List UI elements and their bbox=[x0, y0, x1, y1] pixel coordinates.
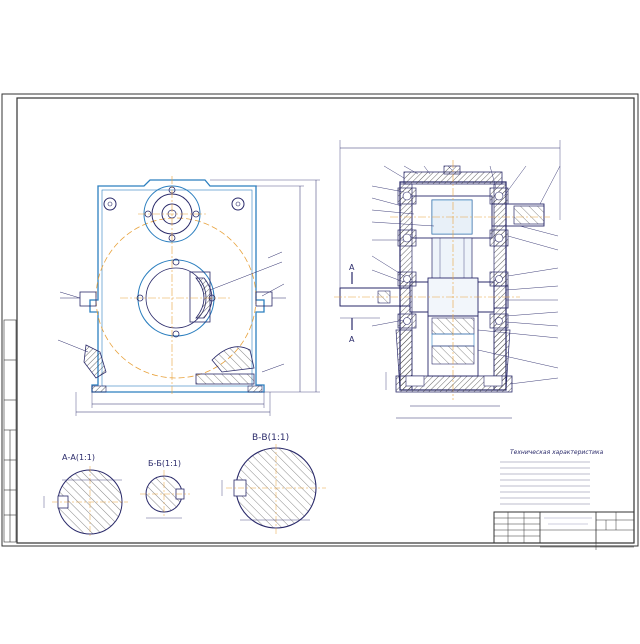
front-view bbox=[57, 176, 320, 416]
section-v-label: В-В(1:1) bbox=[252, 433, 289, 443]
section-view: А А bbox=[334, 140, 561, 419]
tech-title: Техническая характеристика bbox=[510, 449, 604, 456]
section-a-label: А-А(1:1) bbox=[62, 453, 95, 462]
left-margin-stamp bbox=[3, 319, 17, 543]
section-b-label: Б-Б(1:1) bbox=[148, 459, 181, 468]
inner-frame bbox=[16, 97, 635, 544]
bottom-stamp bbox=[540, 543, 634, 550]
cut-mark-a-bottom: А bbox=[349, 335, 355, 344]
outer-frame bbox=[1, 93, 639, 547]
section-b-b: Б-Б(1:1) bbox=[140, 459, 190, 519]
cut-mark-a-top: А bbox=[349, 263, 355, 272]
technical-characteristics: Техническая характеристика bbox=[500, 449, 604, 505]
section-a-a: А-А(1:1) bbox=[43, 453, 128, 538]
title-block bbox=[493, 511, 635, 544]
section-v-v: В-В(1:1) bbox=[221, 433, 326, 534]
